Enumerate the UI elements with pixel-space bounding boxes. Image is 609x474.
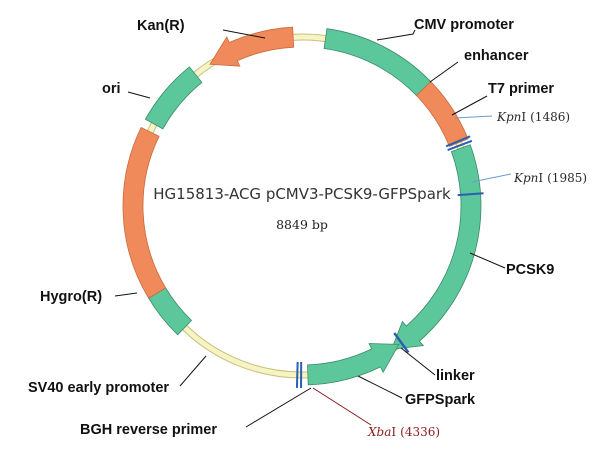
label-kpn-site-2: KpnI(1985) — [513, 171, 587, 185]
pcsk9-leader — [469, 252, 506, 269]
cmv-leader — [376, 29, 416, 41]
plasmid-size: 8849 bp — [276, 217, 328, 232]
t7-leader — [451, 95, 488, 116]
pcsk9-arc[interactable] — [390, 144, 482, 350]
gfpspark-arc[interactable] — [307, 343, 400, 386]
ori-arc[interactable] — [144, 66, 203, 130]
kpn2-site-tick — [457, 192, 484, 197]
bgh-leader — [245, 387, 312, 428]
kpn1-leader — [454, 115, 493, 119]
label-hygro: Hygro(R) — [40, 289, 102, 305]
enh-leader — [429, 61, 459, 83]
xba-site-tick — [295, 361, 299, 388]
t7-primer-tick — [445, 135, 471, 148]
label-pcsk9: PCSK9 — [506, 262, 554, 278]
enhancer-arc[interactable] — [415, 81, 469, 147]
cmv-promoter-arc[interactable] — [323, 28, 432, 97]
label-sv40-promoter: SV40 early promoter — [28, 380, 169, 396]
hygro-leader — [114, 292, 138, 297]
label-xba-site: XbaI(4336) — [367, 425, 440, 439]
label-bgh-primer: BGH reverse primer — [80, 422, 217, 438]
hygro-resistance-arc[interactable] — [122, 126, 167, 299]
kan-leader — [222, 29, 266, 39]
ori-leader — [127, 91, 151, 99]
label-ori: ori — [102, 81, 121, 97]
label-gfpspark: GFPSpark — [405, 392, 476, 408]
label-cmv-promoter: CMV promoter — [414, 17, 514, 33]
label-linker: linker — [436, 368, 475, 384]
gfp-leader — [357, 375, 403, 399]
kpn1-site-tick — [447, 139, 473, 152]
label-t7-primer: T7 primer — [488, 81, 554, 97]
label-enhancer: enhancer — [464, 48, 529, 64]
kpn2-leader — [471, 173, 512, 183]
plasmid-name: HG15813-ACG pCMV3-PCSK9-GFPSpark — [153, 185, 451, 203]
kan-resistance-arc[interactable] — [209, 26, 295, 67]
sv40-leader — [179, 355, 207, 387]
xba-leader — [312, 387, 372, 426]
label-kan: Kan(R) — [137, 18, 185, 34]
linker-tick — [393, 332, 410, 354]
linker-leader — [400, 347, 436, 376]
label-kpn-site-1: KpnI(1486) — [496, 110, 570, 124]
